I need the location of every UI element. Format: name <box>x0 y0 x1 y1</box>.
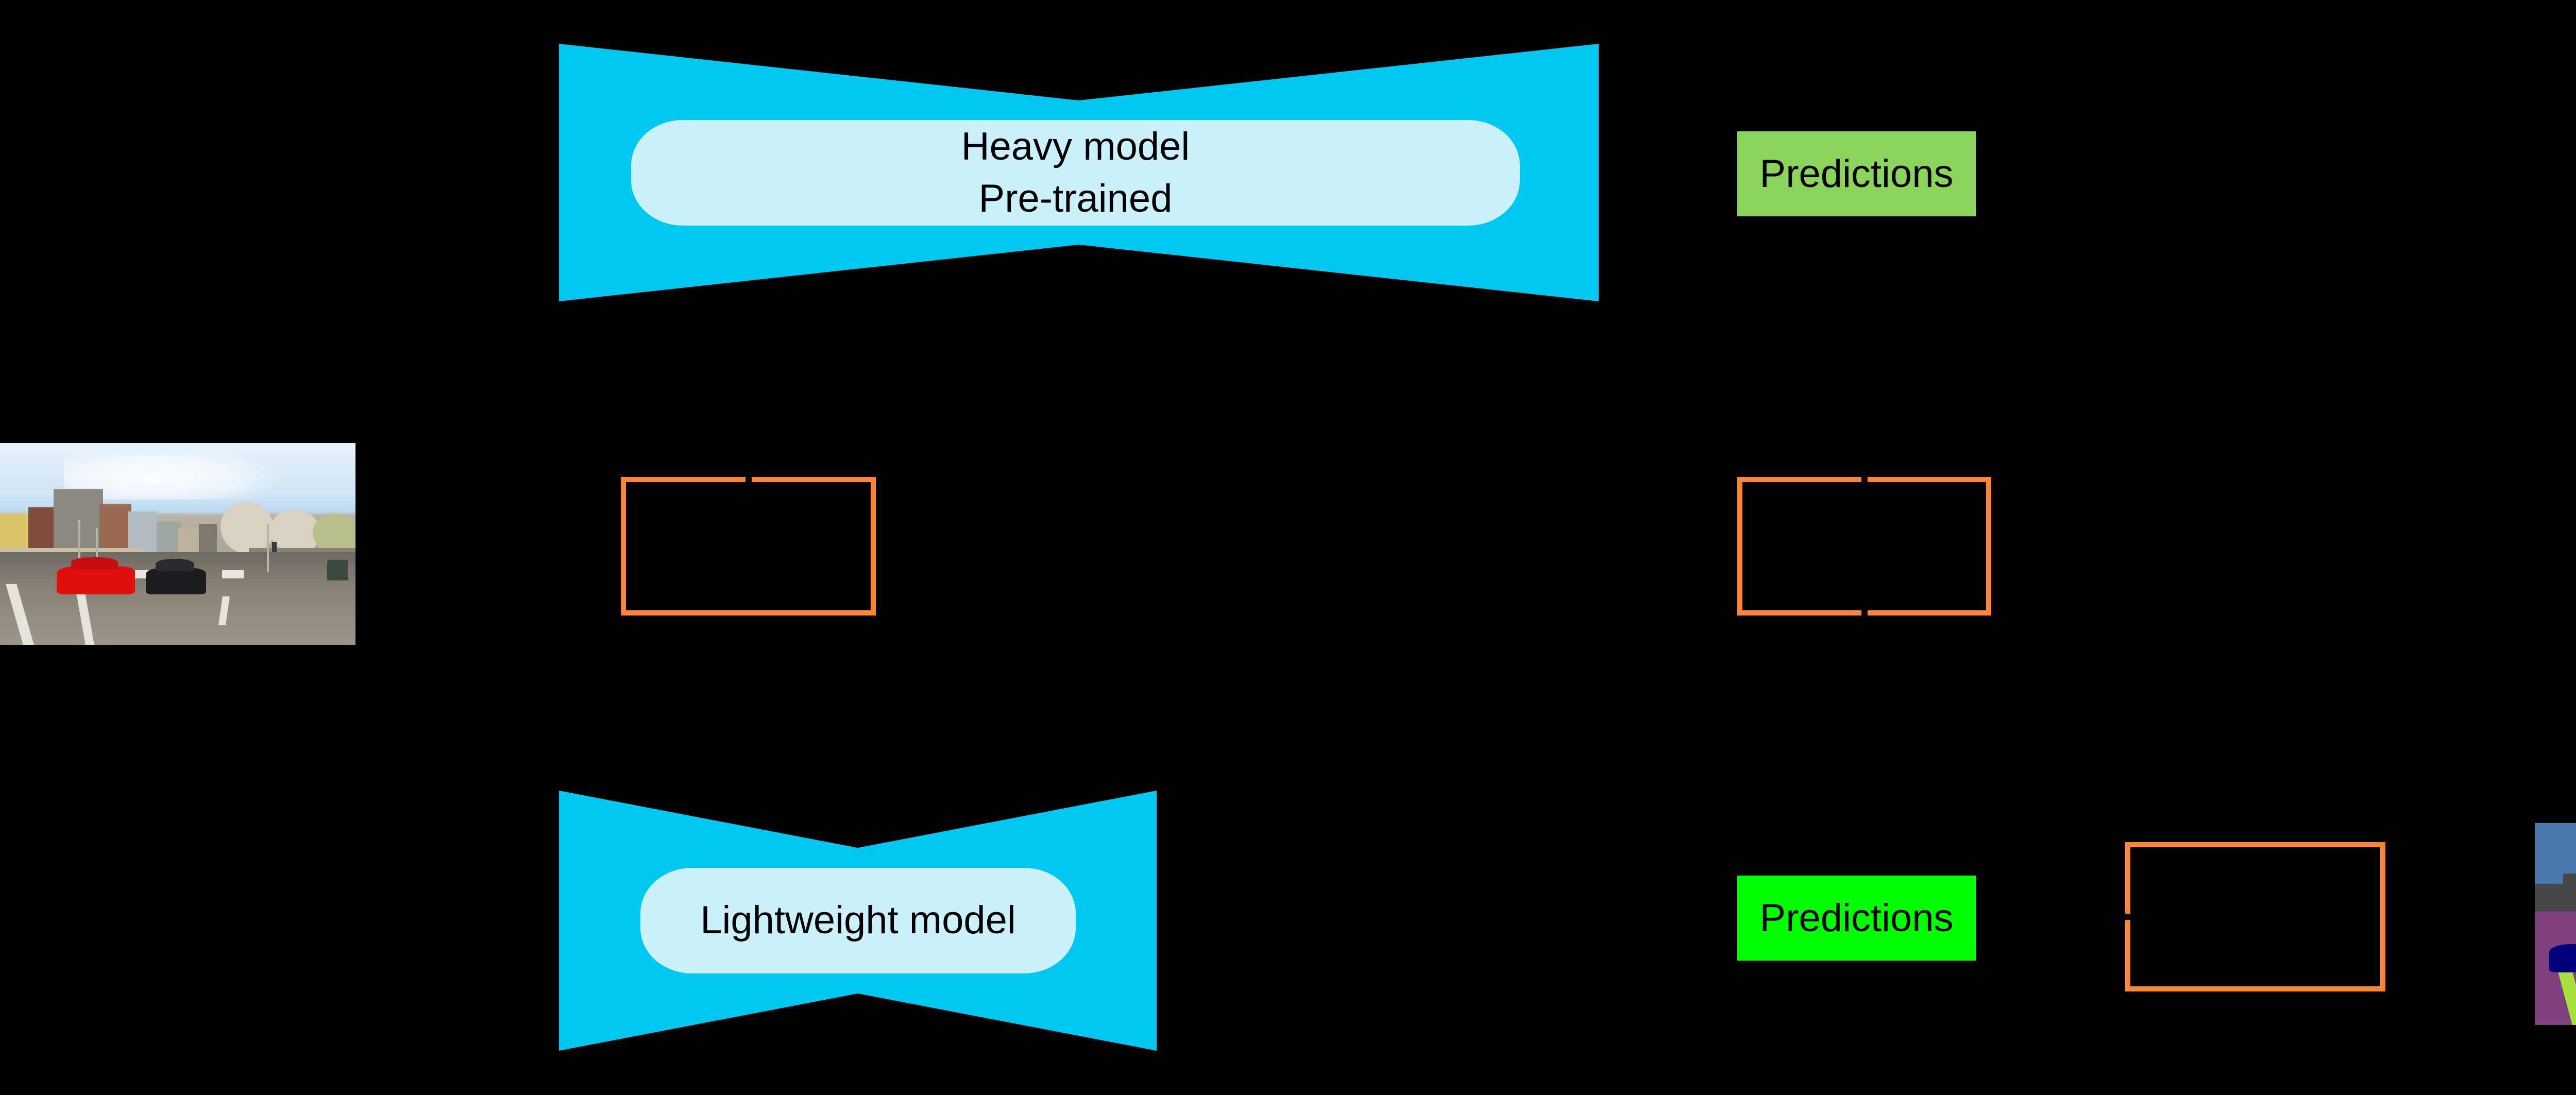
street-lamp <box>78 519 80 572</box>
connector-notch-top <box>1861 476 1868 483</box>
red-car <box>57 557 135 594</box>
teacher-predictions-chip[interactable]: Predictions <box>1737 131 1976 216</box>
street-lamp <box>266 523 269 572</box>
seg-building <box>2563 874 2576 918</box>
building <box>178 527 199 552</box>
connector-notch-bottom <box>1861 609 1868 617</box>
heavy-model-label: Heavy model Pre-trained <box>631 120 1520 226</box>
building <box>0 514 32 552</box>
lightweight-model-block[interactable]: Lightweight model <box>559 791 1157 1051</box>
heavy-model-block[interactable]: Heavy model Pre-trained <box>559 44 1599 301</box>
student-output-frame[interactable] <box>2124 842 2385 991</box>
tree <box>313 514 355 554</box>
teacher-output-frame[interactable] <box>1737 476 1991 617</box>
student-predictions-chip[interactable]: Predictions <box>1737 876 1976 961</box>
connector-notch-left <box>2124 914 2131 920</box>
street-lamp <box>96 527 98 572</box>
building <box>199 523 217 552</box>
tree <box>220 501 274 554</box>
building <box>128 511 157 552</box>
lightweight-model-label: Lightweight model <box>640 868 1076 973</box>
input-rgb-image <box>0 443 355 645</box>
trash-bin <box>327 560 349 580</box>
output-segmentation-image <box>2535 823 2576 1025</box>
teacher-input-frame[interactable] <box>621 476 876 615</box>
seg-car <box>2549 944 2576 973</box>
building <box>99 503 132 552</box>
traffic-light <box>272 542 277 552</box>
tree <box>270 509 320 554</box>
student-predictions-label: Predictions <box>1759 896 1954 940</box>
building <box>156 521 181 552</box>
black-car <box>145 558 207 594</box>
connector-notch-top <box>745 476 752 483</box>
teacher-predictions-label: Predictions <box>1759 152 1954 196</box>
